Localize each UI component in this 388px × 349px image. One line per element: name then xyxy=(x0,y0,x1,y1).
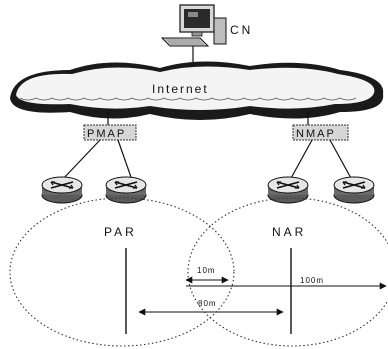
pmap-label: PMAP xyxy=(87,128,126,140)
nar-label: NAR xyxy=(272,225,306,239)
nmap-node xyxy=(292,124,349,141)
internet-cloud xyxy=(10,61,384,120)
router-icon xyxy=(333,176,375,204)
nmap-label: NMAP xyxy=(296,128,336,140)
distance-10m-label: 10m xyxy=(197,266,216,275)
par-coverage-area xyxy=(9,197,235,347)
distance-100m-label: 100m xyxy=(300,276,324,285)
router-icon xyxy=(41,176,83,204)
distance-80m-label: 80m xyxy=(198,299,217,308)
par-label: PAR xyxy=(104,225,137,239)
router-icon xyxy=(267,176,309,204)
pmap-node xyxy=(83,124,137,141)
computer-icon xyxy=(160,4,227,47)
cn-label: CN xyxy=(230,23,253,37)
internet-label: Internet xyxy=(152,82,209,96)
nar-coverage-area xyxy=(187,197,388,347)
